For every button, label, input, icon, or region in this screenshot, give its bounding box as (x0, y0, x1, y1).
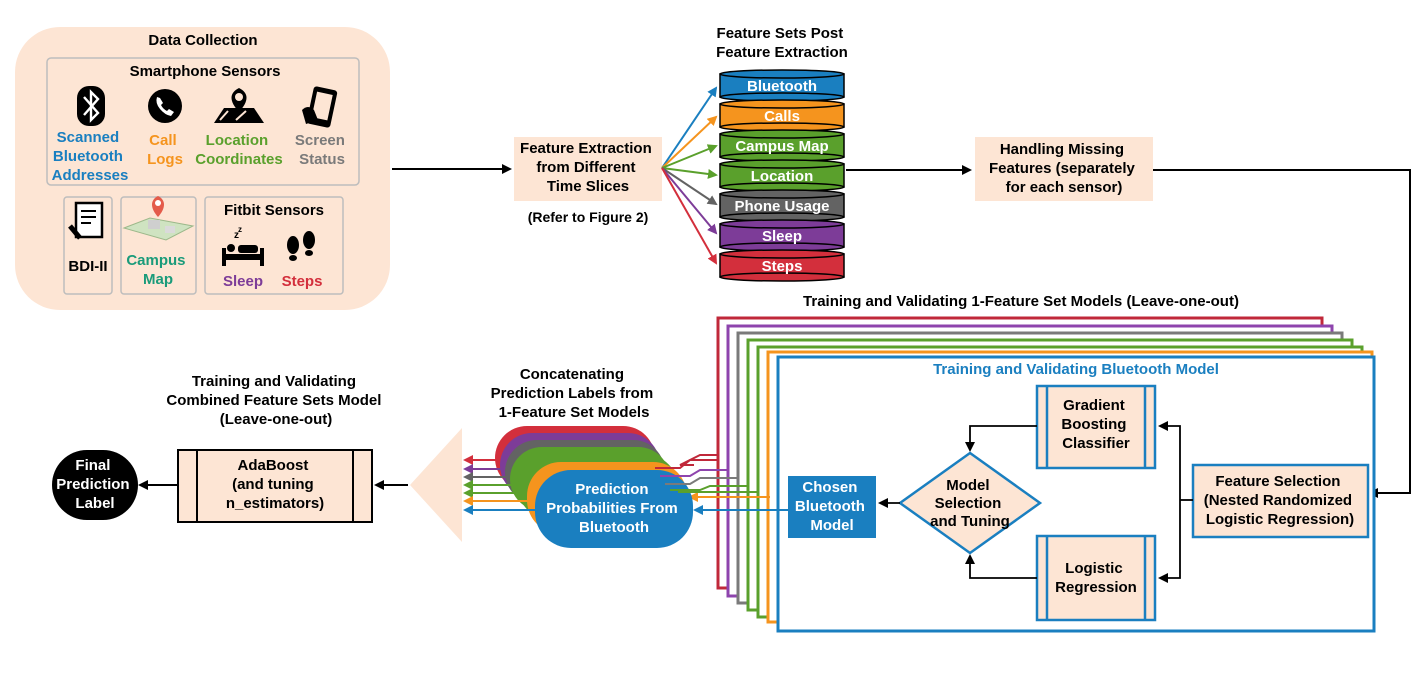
data-collection-title: Data Collection (148, 32, 257, 49)
screen-status-label: Screen Status (295, 132, 349, 168)
training-stack-title: Training and Validating 1-Feature Set Mo… (803, 293, 1239, 310)
fitbit-sensors-title: Fitbit Sensors (224, 202, 324, 219)
svg-text:Steps: Steps (762, 258, 803, 275)
bluetooth-sensor-label: Scanned Bluetooth Addresses (52, 129, 129, 184)
call-logs-label: Call Logs (147, 132, 183, 168)
arrow-lr-to-selection (965, 554, 1037, 579)
concatenation-funnel (410, 428, 462, 542)
svg-text:AdaBoost (and tuning: AdaBoost (and tuning n_estimators) (226, 457, 324, 512)
feature-sets-title: Feature Sets Post Feature Extraction (716, 25, 848, 61)
svg-text:Calls: Calls (764, 108, 800, 125)
arrow-selection-to-gb (1158, 421, 1181, 500)
svg-text:Chosen Bluetooth M: Chosen Bluetooth Model (795, 479, 869, 534)
data-collection-panel: Data Collection Smartphone Sensors Scann… (15, 27, 390, 310)
feature-extraction-note: (Refer to Figure 2) (528, 209, 649, 225)
concatenating-title: Concatenating Prediction Labels from 1-F… (491, 366, 658, 421)
model-selection-diamond: Model Selection and Tuning (897, 451, 1043, 555)
svg-text:Gradient Boosting: Gradient Boosting Classifier (1061, 397, 1130, 452)
bluetooth-model-title: Training and Validating Bluetooth Model (933, 361, 1219, 378)
feature-selection-box: Feature Selection (Nested Randomized Log… (1191, 463, 1370, 539)
handling-missing-box: Handling Missing Features (separately fo… (975, 137, 1153, 201)
campus-map-box: Campus Map (120, 196, 197, 295)
arrow-missing-to-selection (1153, 169, 1411, 498)
map-pin-icon (214, 88, 264, 123)
svg-text:Sleep: Sleep (762, 228, 802, 245)
feature-set-steps: Steps (719, 249, 845, 282)
svg-text:Model Selection an: Model Selection and Tuning (930, 477, 1010, 530)
sleep-icon: z z (222, 225, 264, 266)
adaboost-box: AdaBoost (and tuning n_estimators) (177, 449, 373, 523)
stack-frame-connectors (655, 459, 758, 493)
svg-text:Feature Selection (Neste: Feature Selection (Nested Randomized Log… (1204, 473, 1357, 528)
feature-set-calls: Calls (719, 99, 845, 132)
svg-text:Phone Usage: Phone Usage (734, 198, 829, 215)
svg-text:Campus Map: Campus Map (735, 138, 828, 155)
feature-set-location: Location (719, 159, 845, 192)
chosen-bluetooth-model-box: Chosen Bluetooth Model (788, 476, 876, 538)
prediction-pill-stack (495, 426, 693, 548)
feature-set-phone-usage: Phone Usage (719, 189, 845, 222)
gradient-boosting-box: Gradient Boosting Classifier (1035, 384, 1157, 470)
svg-text:Location: Location (751, 168, 814, 185)
location-coordinates-label: Location Coordinates (195, 132, 283, 168)
svg-text:z: z (234, 230, 239, 241)
svg-text:z: z (238, 225, 242, 234)
feature-set-sleep: Sleep (719, 219, 845, 252)
pill-to-funnel-arrows (463, 455, 538, 515)
campus-map-icon (122, 196, 195, 241)
svg-text:Bluetooth: Bluetooth (747, 78, 817, 95)
steps-icon (287, 231, 315, 261)
phone-screen-icon (302, 86, 338, 128)
bdi-label: BDI-II (68, 258, 107, 275)
feature-set-campus-map: Campus Map (719, 129, 845, 162)
arrow-selection-to-lr (1158, 500, 1181, 583)
prediction-probabilities-label: Prediction Probabilities From Bluetooth (546, 481, 682, 536)
fitbit-sensors-group: Fitbit Sensors z z Sleep Steps (204, 196, 344, 295)
svg-text:Handling Missing Feature: Handling Missing Features (separately fo… (989, 141, 1139, 196)
arrow-gb-to-selection (965, 425, 1037, 452)
bdi-box: BDI-II (63, 196, 113, 295)
phone-icon (148, 89, 182, 123)
smartphone-sensors-group: Smartphone Sensors Scanned Bluetooth Add… (46, 57, 360, 186)
combined-model-title: Training and Validating Combined Feature… (166, 373, 385, 428)
feature-extraction-box: Feature Extraction from Different Time S… (514, 137, 662, 201)
questionnaire-icon (68, 201, 104, 240)
logistic-regression-box: Logistic Regression (1035, 534, 1157, 622)
final-prediction-label-pill: Final Prediction Label (52, 450, 138, 520)
svg-text:Feature Extraction from: Feature Extraction from Different Time S… (520, 140, 656, 195)
fanout-arrows (661, 86, 718, 265)
sleep-sensor-label: Sleep (223, 273, 263, 290)
svg-text:Logistic Regression: Logistic Regression (1055, 560, 1137, 596)
smartphone-sensors-title: Smartphone Sensors (130, 63, 281, 80)
campus-map-source-label: Campus Map (126, 252, 189, 288)
steps-sensor-label: Steps (282, 273, 323, 290)
bluetooth-icon (77, 86, 105, 126)
feature-set-bluetooth: Bluetooth (719, 69, 845, 102)
svg-text:Final Prediction L: Final Prediction Label (56, 457, 134, 512)
feature-set-cylinders: Bluetooth Calls Campus Map Location Phon… (719, 69, 845, 282)
